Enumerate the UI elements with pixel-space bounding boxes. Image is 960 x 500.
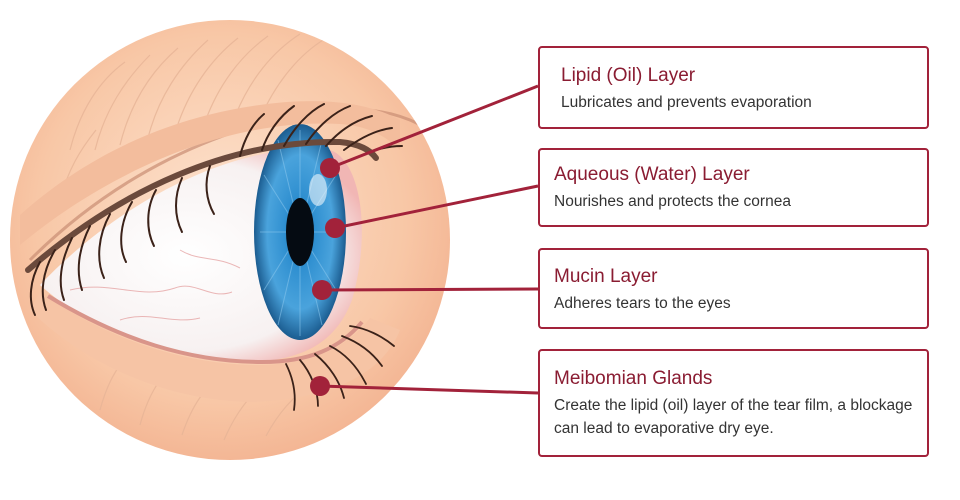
callout-description: Nourishes and protects the cornea (554, 193, 791, 210)
callout-description: Adheres tears to the eyes (554, 295, 731, 312)
callout-description: Create the lipid (oil) layer of the tear… (554, 397, 913, 437)
lower-eyelid (30, 292, 400, 402)
leader-line-meibomian (319, 384, 539, 395)
leader-line-lipid (329, 84, 539, 170)
eye-highlight (309, 174, 327, 206)
callout-dot-meibomian (310, 376, 330, 396)
callout-title: Mucin Layer (554, 266, 658, 287)
blood-vessels (69, 249, 241, 321)
callout-title: Lipid (Oil) Layer (561, 65, 696, 86)
callout-dots (310, 158, 345, 396)
callout-title: Aqueous (Water) Layer (554, 164, 750, 185)
callout-box-meibomian-glands: Meibomian Glands Create the lipid (oil) … (538, 349, 929, 457)
callout-box-lipid-layer: Lipid (Oil) Layer Lubricates and prevent… (538, 46, 929, 129)
callout-description: Lubricates and prevents evaporation (561, 94, 812, 111)
lower-lid-margin (46, 294, 364, 365)
pupil (286, 198, 314, 266)
upper-eyelid (20, 101, 400, 245)
leader-lines (319, 84, 539, 395)
leader-line-mucin (321, 287, 539, 292)
upper-eyelashes (29, 103, 403, 316)
callout-dot-aqueous (325, 218, 345, 238)
lower-eyelashes (285, 325, 395, 411)
leader-line-aqueous (334, 184, 539, 230)
callout-dot-lipid (320, 158, 340, 178)
callout-title: Meibomian Glands (554, 368, 713, 389)
callout-box-aqueous-layer: Aqueous (Water) Layer Nourishes and prot… (538, 148, 929, 227)
callout-dot-mucin (312, 280, 332, 300)
callout-box-mucin-layer: Mucin Layer Adheres tears to the eyes (538, 248, 929, 329)
